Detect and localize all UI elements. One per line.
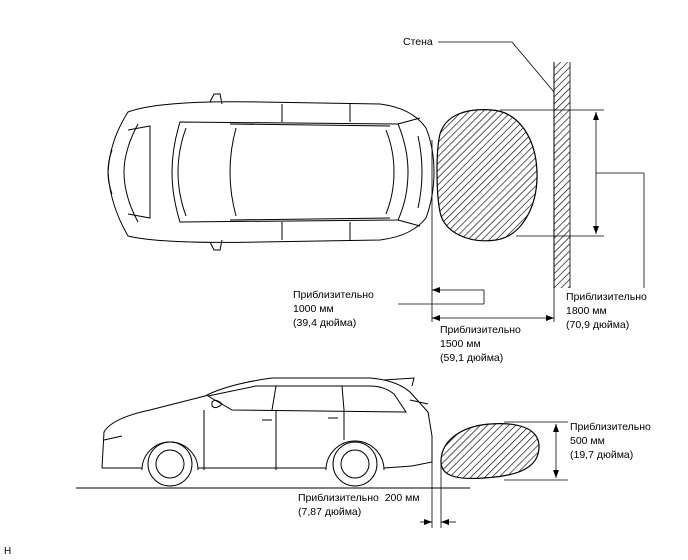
label-height-200: Приблизительно 200 мм (7,87 дюйма) xyxy=(298,491,420,519)
label-1500-line2: 1500 мм xyxy=(440,338,481,350)
label-500-line1: Приблизительно xyxy=(570,421,651,433)
side-dimension-arrows xyxy=(424,424,559,525)
label-height-500: Приблизительно 500 мм (19,7 дюйма) xyxy=(570,420,651,462)
detection-zone-side xyxy=(440,423,540,480)
top-dimension-arrows xyxy=(432,112,599,321)
label-200-line2: (7,87 дюйма) xyxy=(298,506,362,518)
label-1000-line2: 1000 мм xyxy=(293,303,334,315)
label-1500-line1: Приблизительно xyxy=(440,324,521,336)
car-side-view xyxy=(101,377,433,487)
wall-label: Стена xyxy=(403,36,433,48)
side-dimension-lines xyxy=(420,421,568,528)
label-500-line2: 500 мм xyxy=(570,435,605,447)
top-dimension-lines xyxy=(398,109,645,322)
label-500-line3: (19,7 дюйма) xyxy=(570,449,634,461)
label-distance-1000: Приблизительно 1000 мм (39,4 дюйма) xyxy=(293,288,374,330)
label-200-line1: Приблизительно 200 мм xyxy=(298,492,420,504)
label-distance-1500: Приблизительно 1500 мм (59,1 дюйма) xyxy=(440,323,521,365)
wall xyxy=(553,62,571,288)
label-1000-line1: Приблизительно xyxy=(293,289,374,301)
wall-leader-line xyxy=(438,41,555,93)
label-width-1800: Приблизительно 1800 мм (70,9 дюйма) xyxy=(566,290,647,332)
label-1800-line1: Приблизительно xyxy=(566,291,647,303)
label-1000-line3: (39,4 дюйма) xyxy=(293,317,357,329)
car-top-view xyxy=(107,93,435,251)
label-1500-line3: (59,1 дюйма) xyxy=(440,352,504,364)
detection-zone-top xyxy=(436,109,538,242)
label-1800-line2: 1800 мм xyxy=(566,305,607,317)
label-1800-line3: (70,9 дюйма) xyxy=(566,319,630,331)
corner-code: H xyxy=(4,546,12,557)
